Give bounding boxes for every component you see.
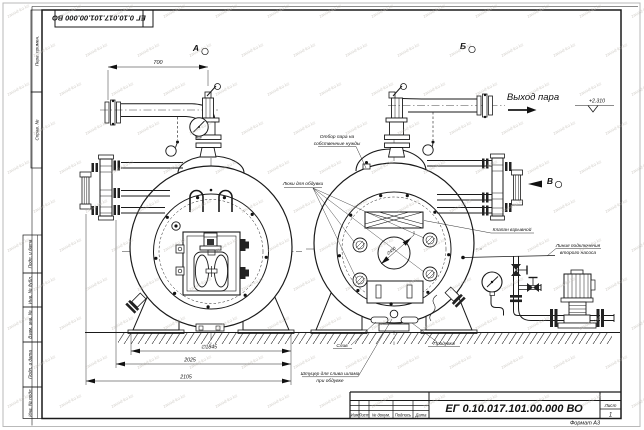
svg-text:Изм: Изм — [351, 413, 359, 418]
title-block-text: Изм Лист № докум. Подпись Дата ЕГ 0.10.0… — [351, 403, 617, 427]
pump-piping — [461, 255, 600, 321]
svg-text:Перв. примен.: Перв. примен. — [35, 36, 40, 67]
annotations: А 700 Б Выход пара +2.310 В Отбор пара н… — [85, 41, 614, 385]
svg-text:700: 700 — [153, 60, 163, 66]
svg-text:Клапан взрывной: Клапан взрывной — [493, 226, 532, 233]
svg-text:Инв. № дубл.: Инв. № дубл. — [28, 276, 33, 304]
svg-text:второго насоса: второго насоса — [560, 251, 596, 256]
svg-text:Отбор пара на: Отбор пара на — [320, 134, 355, 140]
svg-text:1: 1 — [609, 413, 612, 419]
ground — [85, 332, 620, 344]
boiler-rear-view — [306, 83, 615, 345]
safety-valve-assembly-left — [100, 83, 222, 158]
svg-text:Линия подключения: Линия подключения — [555, 243, 601, 249]
svg-text:А: А — [192, 43, 199, 53]
svg-text:Штуцер для слива шлама: Штуцер для слива шлама — [301, 371, 360, 377]
svg-text:Инв. № подл.: Инв. № подл. — [28, 388, 33, 417]
svg-text:Выход пара: Выход пара — [507, 92, 559, 103]
burner — [193, 232, 229, 292]
explosion-valve — [364, 211, 424, 229]
svg-text:В: В — [547, 176, 553, 186]
svg-text:Продувка: Продувка — [433, 341, 455, 347]
water-gauge-left — [79, 154, 183, 221]
safety-valve-assembly-right — [362, 83, 505, 170]
svg-text:∅450: ∅450 — [385, 245, 397, 256]
svg-text:Справ. №: Справ. № — [35, 120, 40, 141]
svg-text:+2.310: +2.310 — [589, 99, 605, 105]
title-block — [349, 391, 621, 419]
water-gauge-right — [427, 153, 523, 221]
svg-text:Лист: Лист — [604, 403, 617, 408]
drawing-frame — [22, 6, 638, 426]
doc-number-main: ЕГ 0.10.017.101.00.000 ВО — [445, 403, 583, 415]
svg-text:2105: 2105 — [179, 375, 192, 381]
svg-text:Б: Б — [460, 41, 466, 51]
blow-hatch-portholes — [352, 232, 438, 288]
svg-text:№ докум.: № докум. — [372, 413, 390, 418]
svg-text:при обдувке: при обдувке — [316, 378, 343, 384]
svg-text:Лист: Лист — [358, 413, 370, 418]
svg-text:Взам. инв. №: Взам. инв. № — [28, 310, 33, 338]
pump — [550, 269, 615, 329]
svg-text:∅1845: ∅1845 — [201, 345, 217, 351]
svg-text:Подп. и дата: Подп. и дата — [28, 239, 33, 268]
svg-text:собственные нужды: собственные нужды — [314, 141, 361, 147]
svg-text:Люки для обдувки: Люки для обдувки — [282, 181, 324, 187]
doc-number-top: ЕГ 0.10.017.101.00.000 ВО — [52, 14, 146, 23]
svg-text:Слив: Слив — [336, 343, 348, 349]
format-label: Формат А3 — [570, 421, 601, 427]
frame-field-labels: Перв. примен. Справ. № Подп. и дата Инв.… — [28, 36, 40, 417]
svg-text:Дата: Дата — [414, 413, 427, 418]
svg-text:2025: 2025 — [183, 358, 196, 364]
boiler-front-view — [79, 83, 302, 345]
svg-text:Подпись: Подпись — [395, 413, 412, 418]
bolt-dots — [154, 194, 451, 309]
svg-text:Подп. и дата: Подп. и дата — [28, 350, 33, 379]
